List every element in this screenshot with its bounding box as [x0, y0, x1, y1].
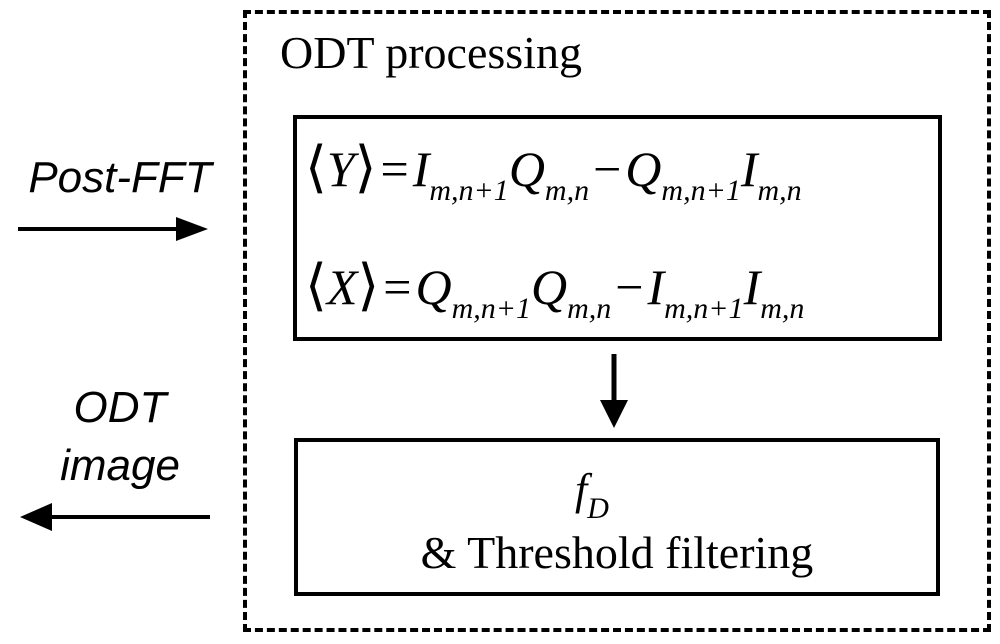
output-arrow-icon	[20, 503, 210, 531]
doppler-frequency-symbol: fD	[575, 465, 609, 525]
odt-image-label-line2: image	[60, 441, 180, 490]
odt-processing-title: ODT processing	[280, 27, 582, 78]
threshold-box	[294, 438, 940, 596]
down-arrow-icon	[600, 354, 628, 428]
post-fft-label: Post-FFT	[28, 153, 212, 202]
equation-x: ⟨X⟩=Qm,n+1Qm,n−Im,n+1Im,n	[305, 255, 805, 325]
eq-x-lhs: X	[326, 259, 358, 315]
eq-y-lhs: Y	[326, 141, 355, 197]
odt-image-label-line1: ODT	[73, 383, 167, 432]
formula-box	[293, 115, 942, 341]
threshold-filtering-label: & Threshold filtering	[420, 527, 814, 578]
odt-processing-container	[243, 10, 991, 632]
equation-y: ⟨Y⟩=Im,n+1Qm,n−Qm,n+1Im,n	[305, 137, 802, 207]
input-arrow-icon	[18, 217, 208, 241]
